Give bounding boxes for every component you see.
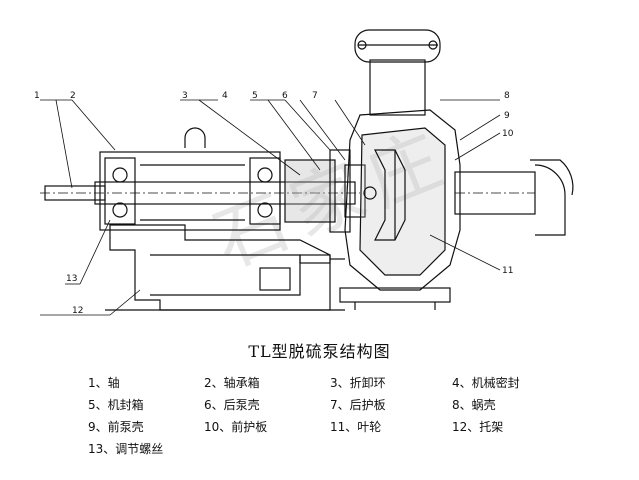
legend-item-10: 10、前护板	[204, 420, 268, 434]
callout-11: 11	[502, 266, 513, 276]
leader-lines	[40, 99, 501, 316]
callout-1: 1	[34, 91, 40, 101]
callout-13: 13	[66, 274, 77, 284]
legend-item-7: 7、后护板	[330, 398, 386, 412]
discharge-outlet	[354, 29, 441, 116]
callout-2: 2	[70, 91, 76, 101]
legend-item-1: 1、轴	[88, 376, 120, 390]
callout-5: 5	[252, 91, 258, 101]
impeller	[363, 149, 406, 241]
legend-item-5: 5、机封箱	[88, 398, 144, 412]
legend-item-13: 13、调节螺丝	[88, 442, 164, 456]
callout-12: 12	[72, 306, 83, 316]
callout-3: 3	[182, 91, 188, 101]
legend-item-9: 9、前泵壳	[88, 420, 144, 434]
legend-item-6: 6、后泵壳	[204, 398, 260, 412]
bearing-housing	[99, 127, 281, 231]
seal-box	[284, 149, 366, 233]
callout-9: 9	[504, 111, 510, 121]
legend-item-11: 11、叶轮	[330, 420, 382, 434]
shaft	[40, 181, 360, 205]
volute-casing	[339, 109, 461, 310]
legend-item-4: 4、机械密封	[452, 376, 520, 390]
callout-8: 8	[504, 91, 510, 101]
suction-pipe	[454, 159, 574, 236]
pump-cross-section-drawing: 1 2 3 4 5 6 7 8 9 10 11 12 13	[34, 29, 574, 316]
legend-item-3: 3、折卸环	[330, 376, 386, 390]
callout-6: 6	[282, 91, 288, 101]
callout-4: 4	[222, 91, 228, 101]
adjusting-screw	[299, 254, 345, 264]
callout-10: 10	[502, 129, 514, 139]
bracket-frame	[105, 224, 345, 311]
diagram-title: TL型脱硫泵结构图	[248, 342, 391, 361]
legend-item-8: 8、蜗壳	[452, 398, 496, 412]
callout-7: 7	[312, 91, 318, 101]
legend-item-2: 2、轴承箱	[204, 376, 260, 390]
legend-item-12: 12、托架	[452, 420, 504, 434]
